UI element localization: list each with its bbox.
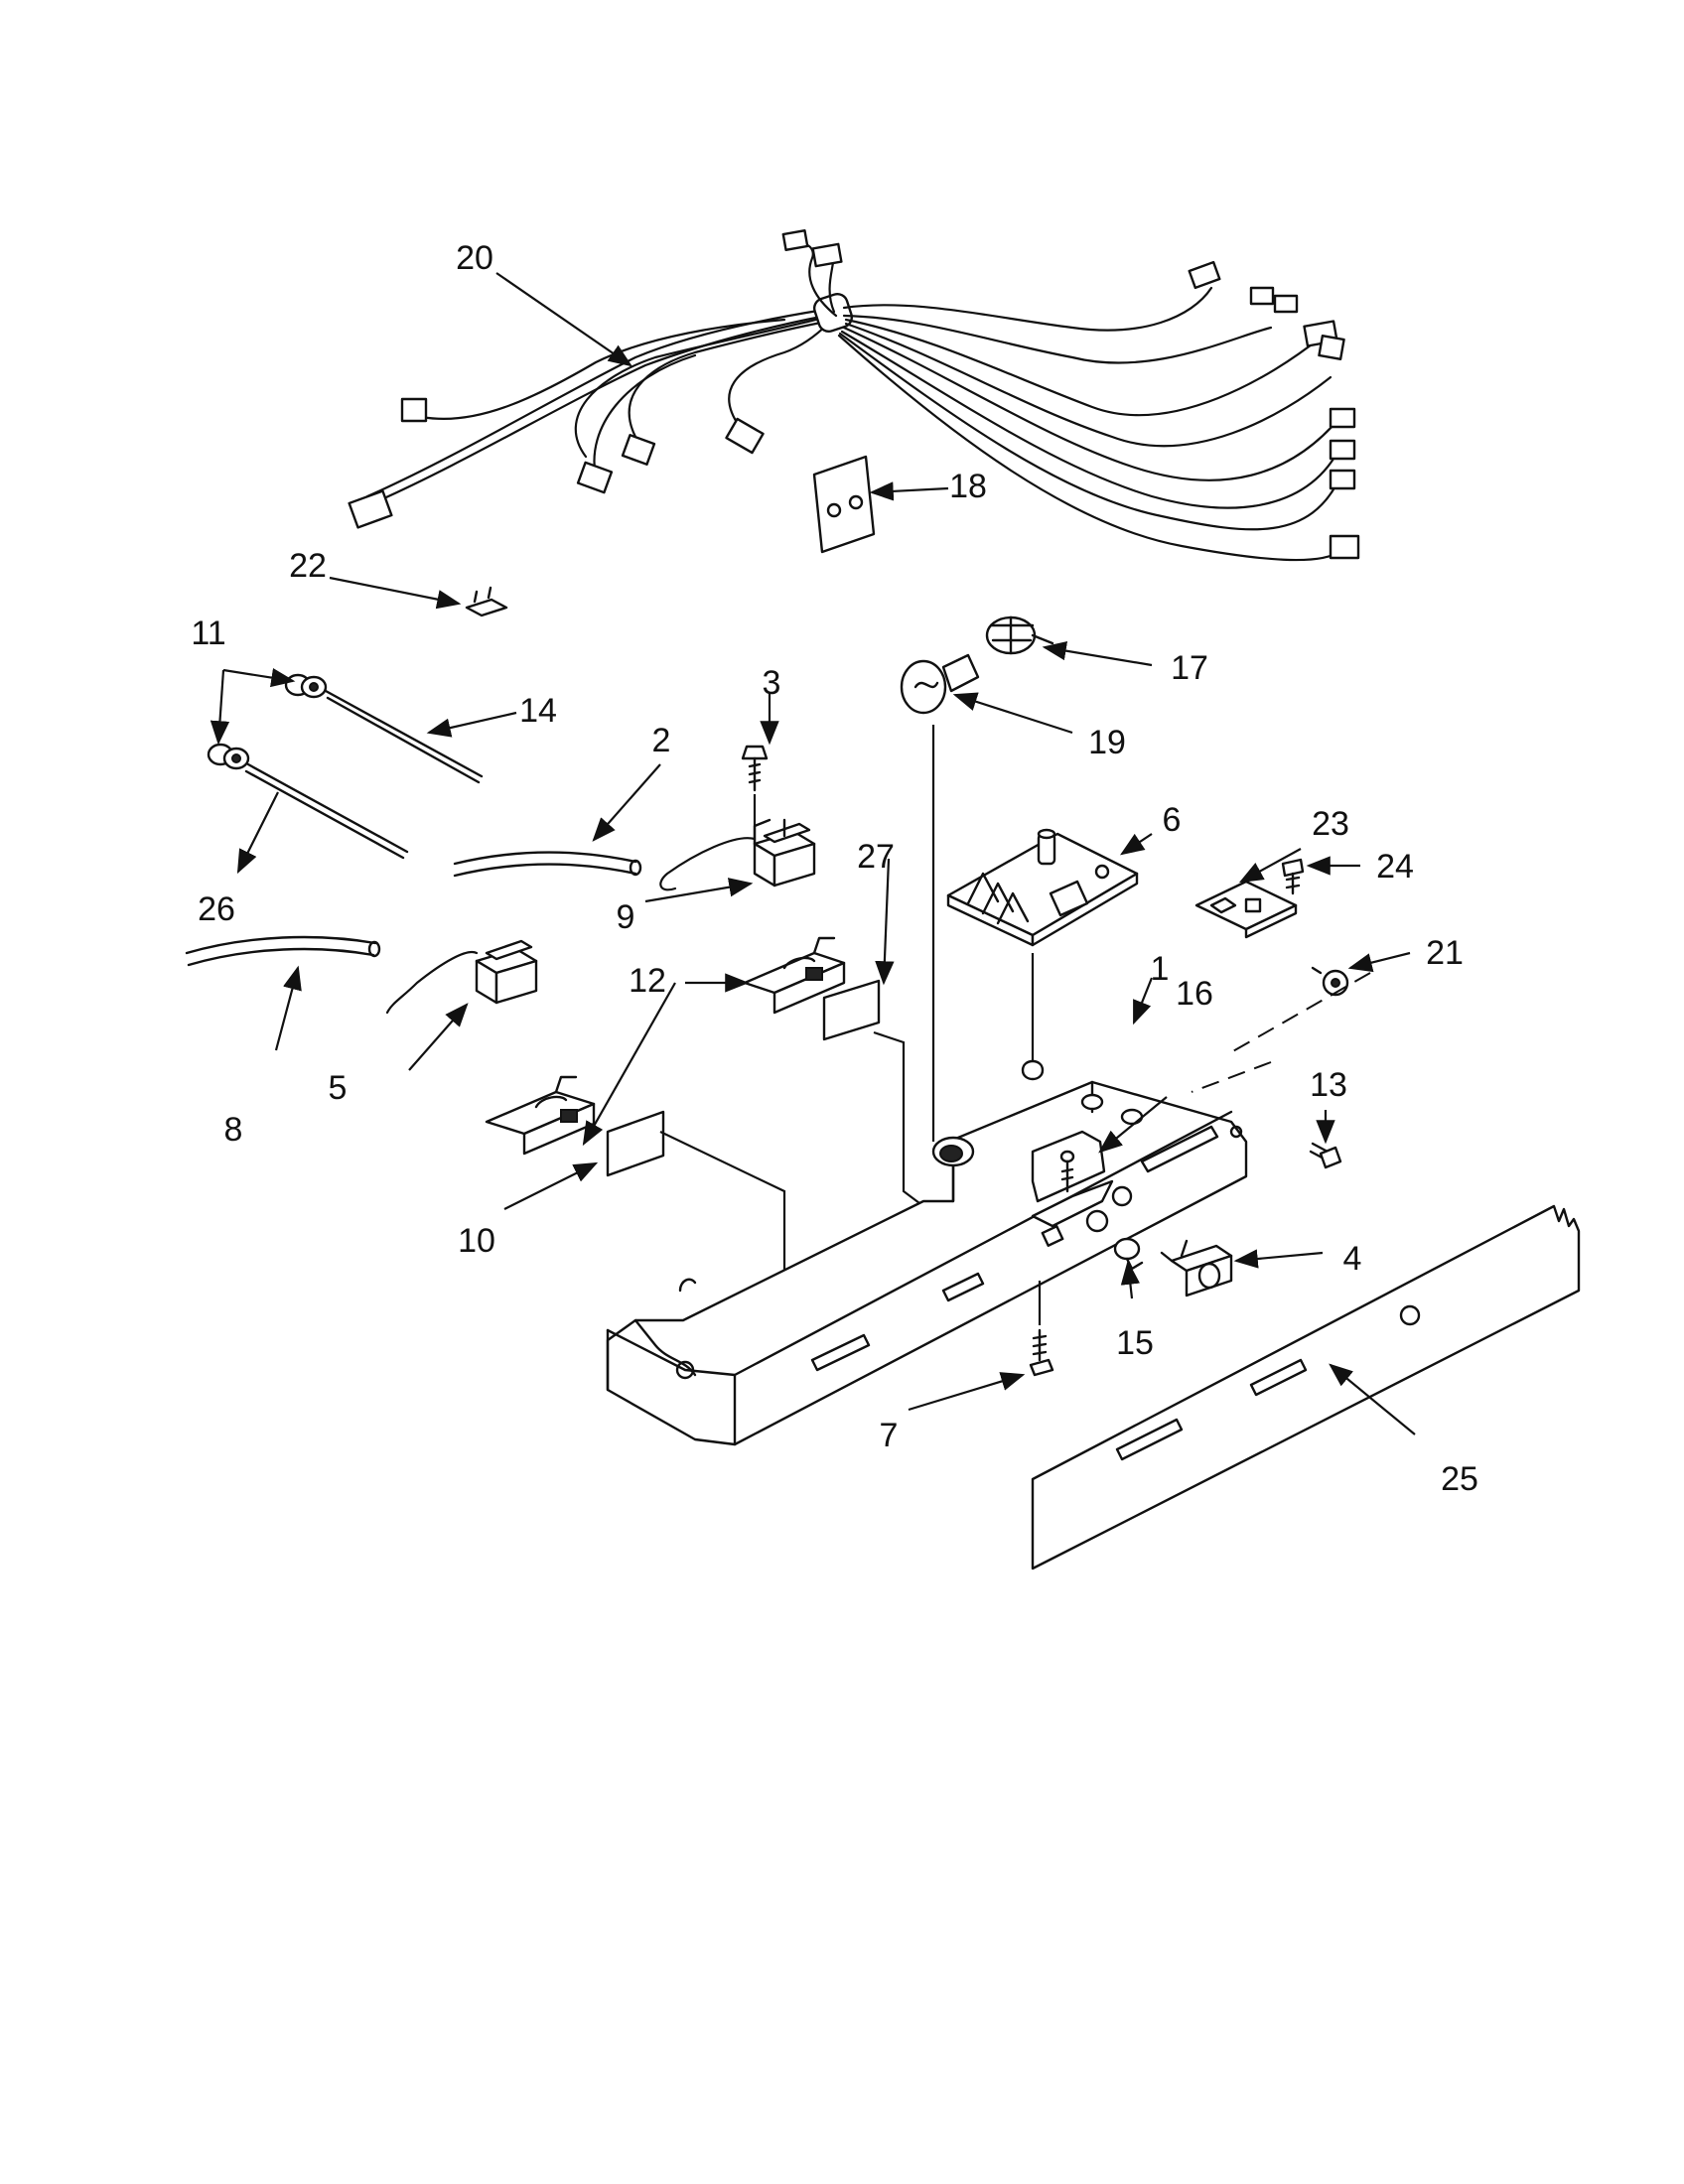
callout-15: 15 [1116, 1324, 1154, 1362]
switch-part-9 [659, 818, 816, 891]
callout-12: 12 [629, 962, 666, 1000]
callout-1: 1 [1151, 950, 1170, 988]
callout-18: 18 [949, 468, 987, 505]
bracket-part-12a [743, 936, 846, 1015]
bracket-part-12b [485, 1075, 596, 1156]
clip-part [465, 586, 508, 617]
screw-part-24 [1281, 858, 1305, 895]
callout-11: 11 [191, 614, 225, 652]
callout-20: 20 [456, 239, 493, 277]
callout-24: 24 [1376, 848, 1414, 886]
callout-9: 9 [617, 898, 635, 936]
grommet-part-a [284, 673, 328, 699]
callout-13: 13 [1310, 1066, 1347, 1104]
callout-21: 21 [1426, 934, 1464, 972]
lamp-socket-part [931, 615, 1054, 1142]
callout-23: 23 [1312, 805, 1349, 843]
rod-part-26 [244, 762, 409, 860]
callout-8: 8 [224, 1111, 243, 1149]
control-housing-part [606, 1080, 1248, 1446]
callout-2: 2 [652, 722, 671, 759]
callout-25: 25 [1441, 1460, 1478, 1498]
callout-6: 6 [1163, 801, 1182, 839]
callout-17: 17 [1171, 649, 1208, 687]
switch-part-5 [385, 939, 538, 1015]
switch-part-4 [1160, 1239, 1233, 1297]
rod-part-14 [324, 689, 484, 784]
tube-part-8 [185, 935, 381, 967]
tube-part-2 [453, 851, 642, 878]
leader-lines [210, 272, 1416, 1435]
callout-3: 3 [763, 664, 781, 702]
sensor-board-part [1194, 880, 1298, 939]
wire-harness [348, 229, 1360, 562]
callout-27: 27 [857, 838, 895, 876]
callout-4: 4 [1343, 1240, 1362, 1278]
callout-22: 22 [289, 547, 327, 585]
callout-10: 10 [458, 1222, 495, 1260]
screw-part-13 [1309, 1142, 1342, 1169]
label-part-27 [822, 979, 924, 1207]
grommet-part-b [207, 743, 250, 770]
plate-part [812, 455, 876, 554]
screw-part-7 [1029, 1281, 1054, 1377]
control-board-part [946, 828, 1139, 1081]
callout-16: 16 [1176, 975, 1213, 1013]
callout-7: 7 [880, 1417, 899, 1454]
light-bulb-part [900, 653, 980, 715]
callout-14: 14 [519, 692, 557, 730]
screw-part-3 [741, 745, 769, 844]
callout-19: 19 [1088, 724, 1126, 761]
callout-labels: 20 18 22 11 14 2 3 17 19 6 23 24 21 26 9… [191, 239, 1478, 1498]
callout-5: 5 [329, 1069, 348, 1107]
front-panel-part [1031, 1204, 1581, 1570]
callout-26: 26 [198, 890, 235, 928]
clip-part-21 [1311, 966, 1349, 997]
